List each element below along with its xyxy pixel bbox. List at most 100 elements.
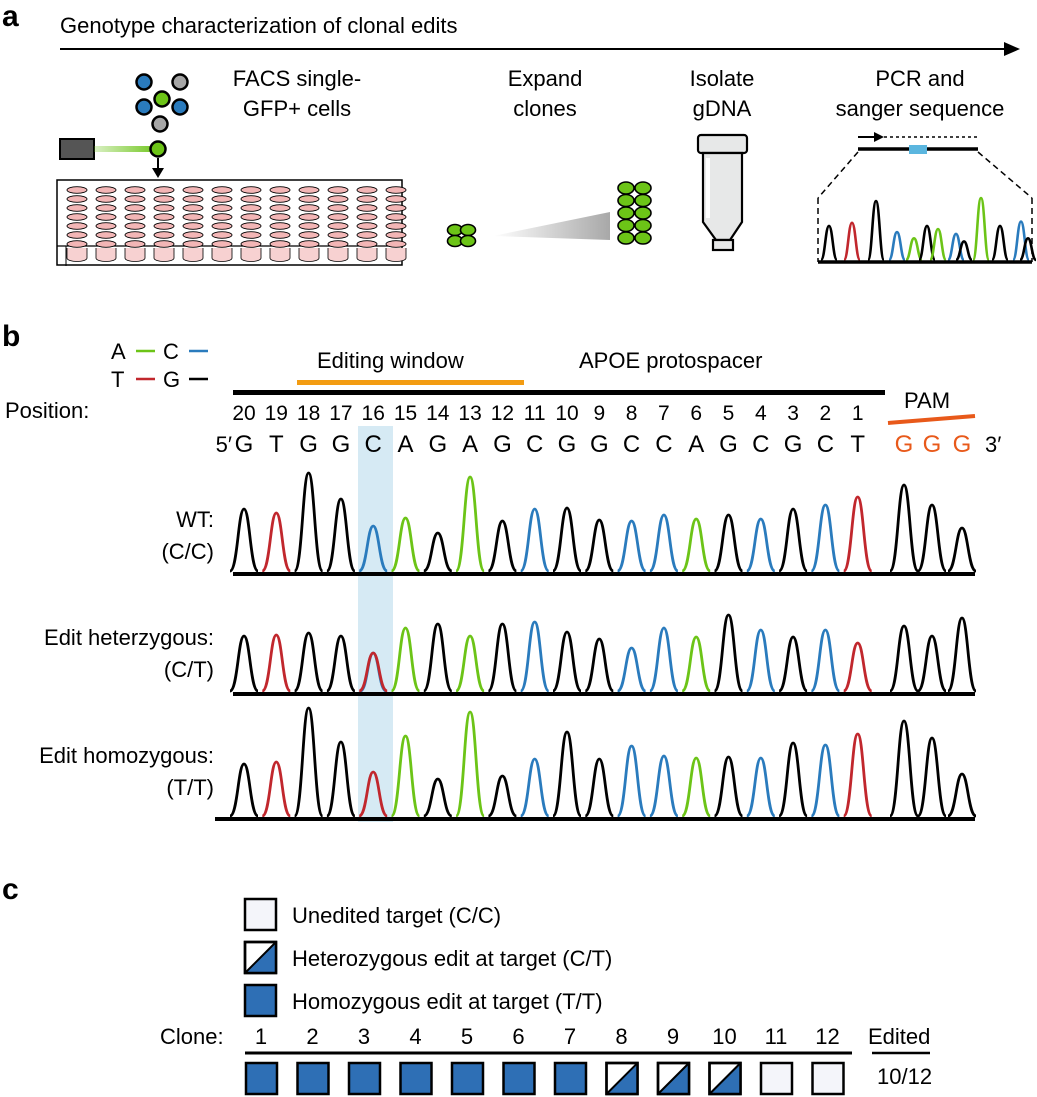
plate-well: [269, 213, 291, 221]
plate-well: [66, 186, 88, 194]
trace-peak: [680, 756, 712, 818]
plate-well: [182, 195, 204, 203]
plate-well: [240, 204, 262, 212]
trace-peak: [680, 635, 712, 693]
plate-well: [211, 204, 233, 212]
trace-peak: [260, 633, 292, 693]
plate-well: [124, 231, 146, 239]
position-number: 14: [426, 402, 450, 425]
step-facs-line2: GFP+ cells: [243, 96, 351, 121]
genotype-box-homozygous: [399, 1061, 433, 1096]
plate-well: [211, 222, 233, 230]
trace-peak: [293, 471, 324, 573]
protospacer-label: APOE protospacer: [579, 348, 762, 373]
clone-cell: [634, 231, 652, 245]
trace-peak: [390, 516, 421, 573]
plate-well-side: [269, 248, 291, 262]
position-number: 5: [723, 402, 735, 425]
genotype-box-homozygous: [502, 1061, 536, 1096]
panel-c: c Unedited target (C/C)Heterozygous edit…: [2, 873, 932, 1096]
mini-trace-peak: [887, 230, 907, 262]
trace-peak: [842, 495, 874, 573]
sequence-base: C: [655, 431, 672, 458]
pam-bar: [887, 414, 976, 425]
trace-peak: [946, 616, 978, 693]
plate-well: [269, 186, 291, 194]
sequence-base: T: [850, 431, 865, 458]
plate-well: [356, 213, 378, 221]
trace-peak: [916, 634, 948, 693]
sequence-base: C: [365, 431, 382, 458]
mini-trace-peak: [1011, 220, 1031, 262]
trace-peak: [745, 756, 777, 818]
panel-c-letter: c: [2, 873, 19, 906]
trace-peak: [777, 635, 809, 693]
single-clone-icon: [446, 223, 477, 248]
genotype-box-homozygous: [244, 1061, 279, 1096]
trace-peak: [293, 631, 324, 693]
plate-well: [153, 231, 175, 239]
trace-peak: [325, 497, 357, 573]
plate-well-side: [298, 248, 320, 262]
mini-chromatogram: [819, 196, 1037, 262]
panel-b: b A C T G Editing window APOE protospace…: [2, 320, 1001, 822]
genotype-box-homozygous: [553, 1061, 588, 1096]
plate-well: [385, 222, 407, 230]
plate-well: [211, 213, 233, 221]
trace-peak: [616, 744, 647, 818]
sequence-base: C: [752, 431, 769, 458]
mini-trace-peak: [928, 227, 948, 262]
trace-peak: [947, 526, 977, 573]
pam-base: G: [923, 431, 942, 458]
step-isolate-line1: Isolate: [690, 66, 755, 91]
trace-hom-name: Edit homozygous:: [39, 743, 214, 768]
trace-peak: [916, 503, 948, 573]
genotype-box-homozygous: [243, 983, 278, 1018]
plate-well-side: [327, 248, 349, 262]
pam-label: PAM: [904, 388, 950, 413]
plate-well: [124, 195, 146, 203]
mini-trace-peak: [971, 196, 991, 262]
clone-number: 9: [667, 1024, 679, 1049]
trace-peak: [842, 641, 874, 693]
three-prime-label: 3′: [985, 432, 1001, 457]
genotype-box-outline: [243, 940, 278, 975]
sequence-base: A: [688, 431, 704, 458]
laser-beam: [94, 146, 152, 152]
plate-well: [356, 222, 378, 230]
plate-well: [385, 240, 407, 248]
trace-peak: [390, 734, 421, 818]
plate-well-side: [153, 248, 175, 262]
clone-number: 4: [409, 1024, 421, 1049]
sort-arrowhead: [152, 168, 164, 178]
trace-peak: [423, 531, 453, 573]
plate-well: [269, 195, 291, 203]
panel-b-letter: b: [2, 320, 20, 353]
trace-peak: [810, 503, 841, 573]
plate-well: [298, 195, 320, 203]
mini-trace-peak: [905, 236, 923, 262]
position-number: 20: [232, 402, 255, 425]
trace-peak: [551, 730, 583, 818]
trace-peak: [810, 628, 841, 693]
sequence-base: T: [269, 431, 284, 458]
trace-peak: [888, 719, 920, 818]
trace-peak: [713, 513, 744, 573]
plate-well: [356, 231, 378, 239]
trace-peak: [777, 507, 809, 573]
panel-a-title: Genotype characterization of clonal edit…: [60, 13, 457, 38]
cell-cluster-icon: [135, 73, 189, 133]
position-number: 10: [555, 402, 578, 425]
genotype-box-unedited: [243, 897, 278, 932]
position-label: Position:: [5, 398, 89, 423]
plate-well: [95, 222, 117, 230]
trace-peak: [551, 630, 583, 693]
editing-window-label: Editing window: [317, 348, 464, 373]
pcr-amplicon: [817, 132, 1033, 262]
sequence-base: C: [817, 431, 834, 458]
sequence-base: G: [332, 431, 351, 458]
sequence-base: G: [784, 431, 803, 458]
